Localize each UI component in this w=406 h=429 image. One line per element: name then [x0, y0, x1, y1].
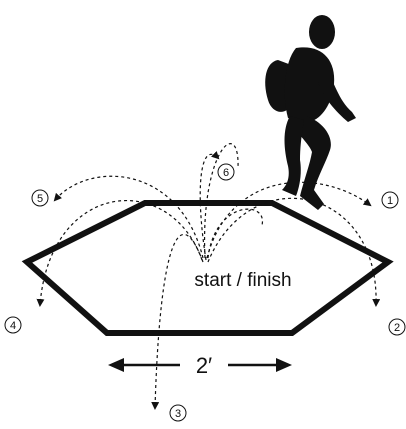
- marker-5: 5: [31, 189, 49, 207]
- athlete-silhouette-icon: [265, 15, 356, 210]
- jump-path-3: [151, 233, 204, 410]
- svg-text:5: 5: [37, 193, 43, 205]
- dimension-label: 2′: [196, 353, 212, 378]
- jump-paths: [36, 143, 381, 410]
- jump-path-6a: [203, 143, 239, 259]
- jump-path-5: [53, 175, 204, 259]
- start-finish-label: start / finish: [194, 270, 291, 291]
- marker-6: 6: [217, 163, 235, 181]
- svg-text:4: 4: [10, 320, 16, 332]
- svg-text:6: 6: [223, 167, 229, 179]
- jump-path-4: [36, 200, 203, 307]
- hexagon-outline: [21, 200, 394, 336]
- svg-text:1: 1: [387, 195, 393, 207]
- marker-2: 2: [388, 318, 406, 336]
- marker-3: 3: [169, 404, 187, 422]
- marker-4: 4: [4, 316, 22, 334]
- svg-text:3: 3: [175, 408, 181, 420]
- marker-1: 1: [381, 191, 399, 209]
- svg-text:2: 2: [394, 322, 400, 334]
- jump-path-1: [206, 181, 372, 259]
- jump-path-6b: [199, 150, 220, 261]
- dimension-indicator: 2′: [108, 353, 292, 378]
- jump-path-extra: [207, 208, 263, 259]
